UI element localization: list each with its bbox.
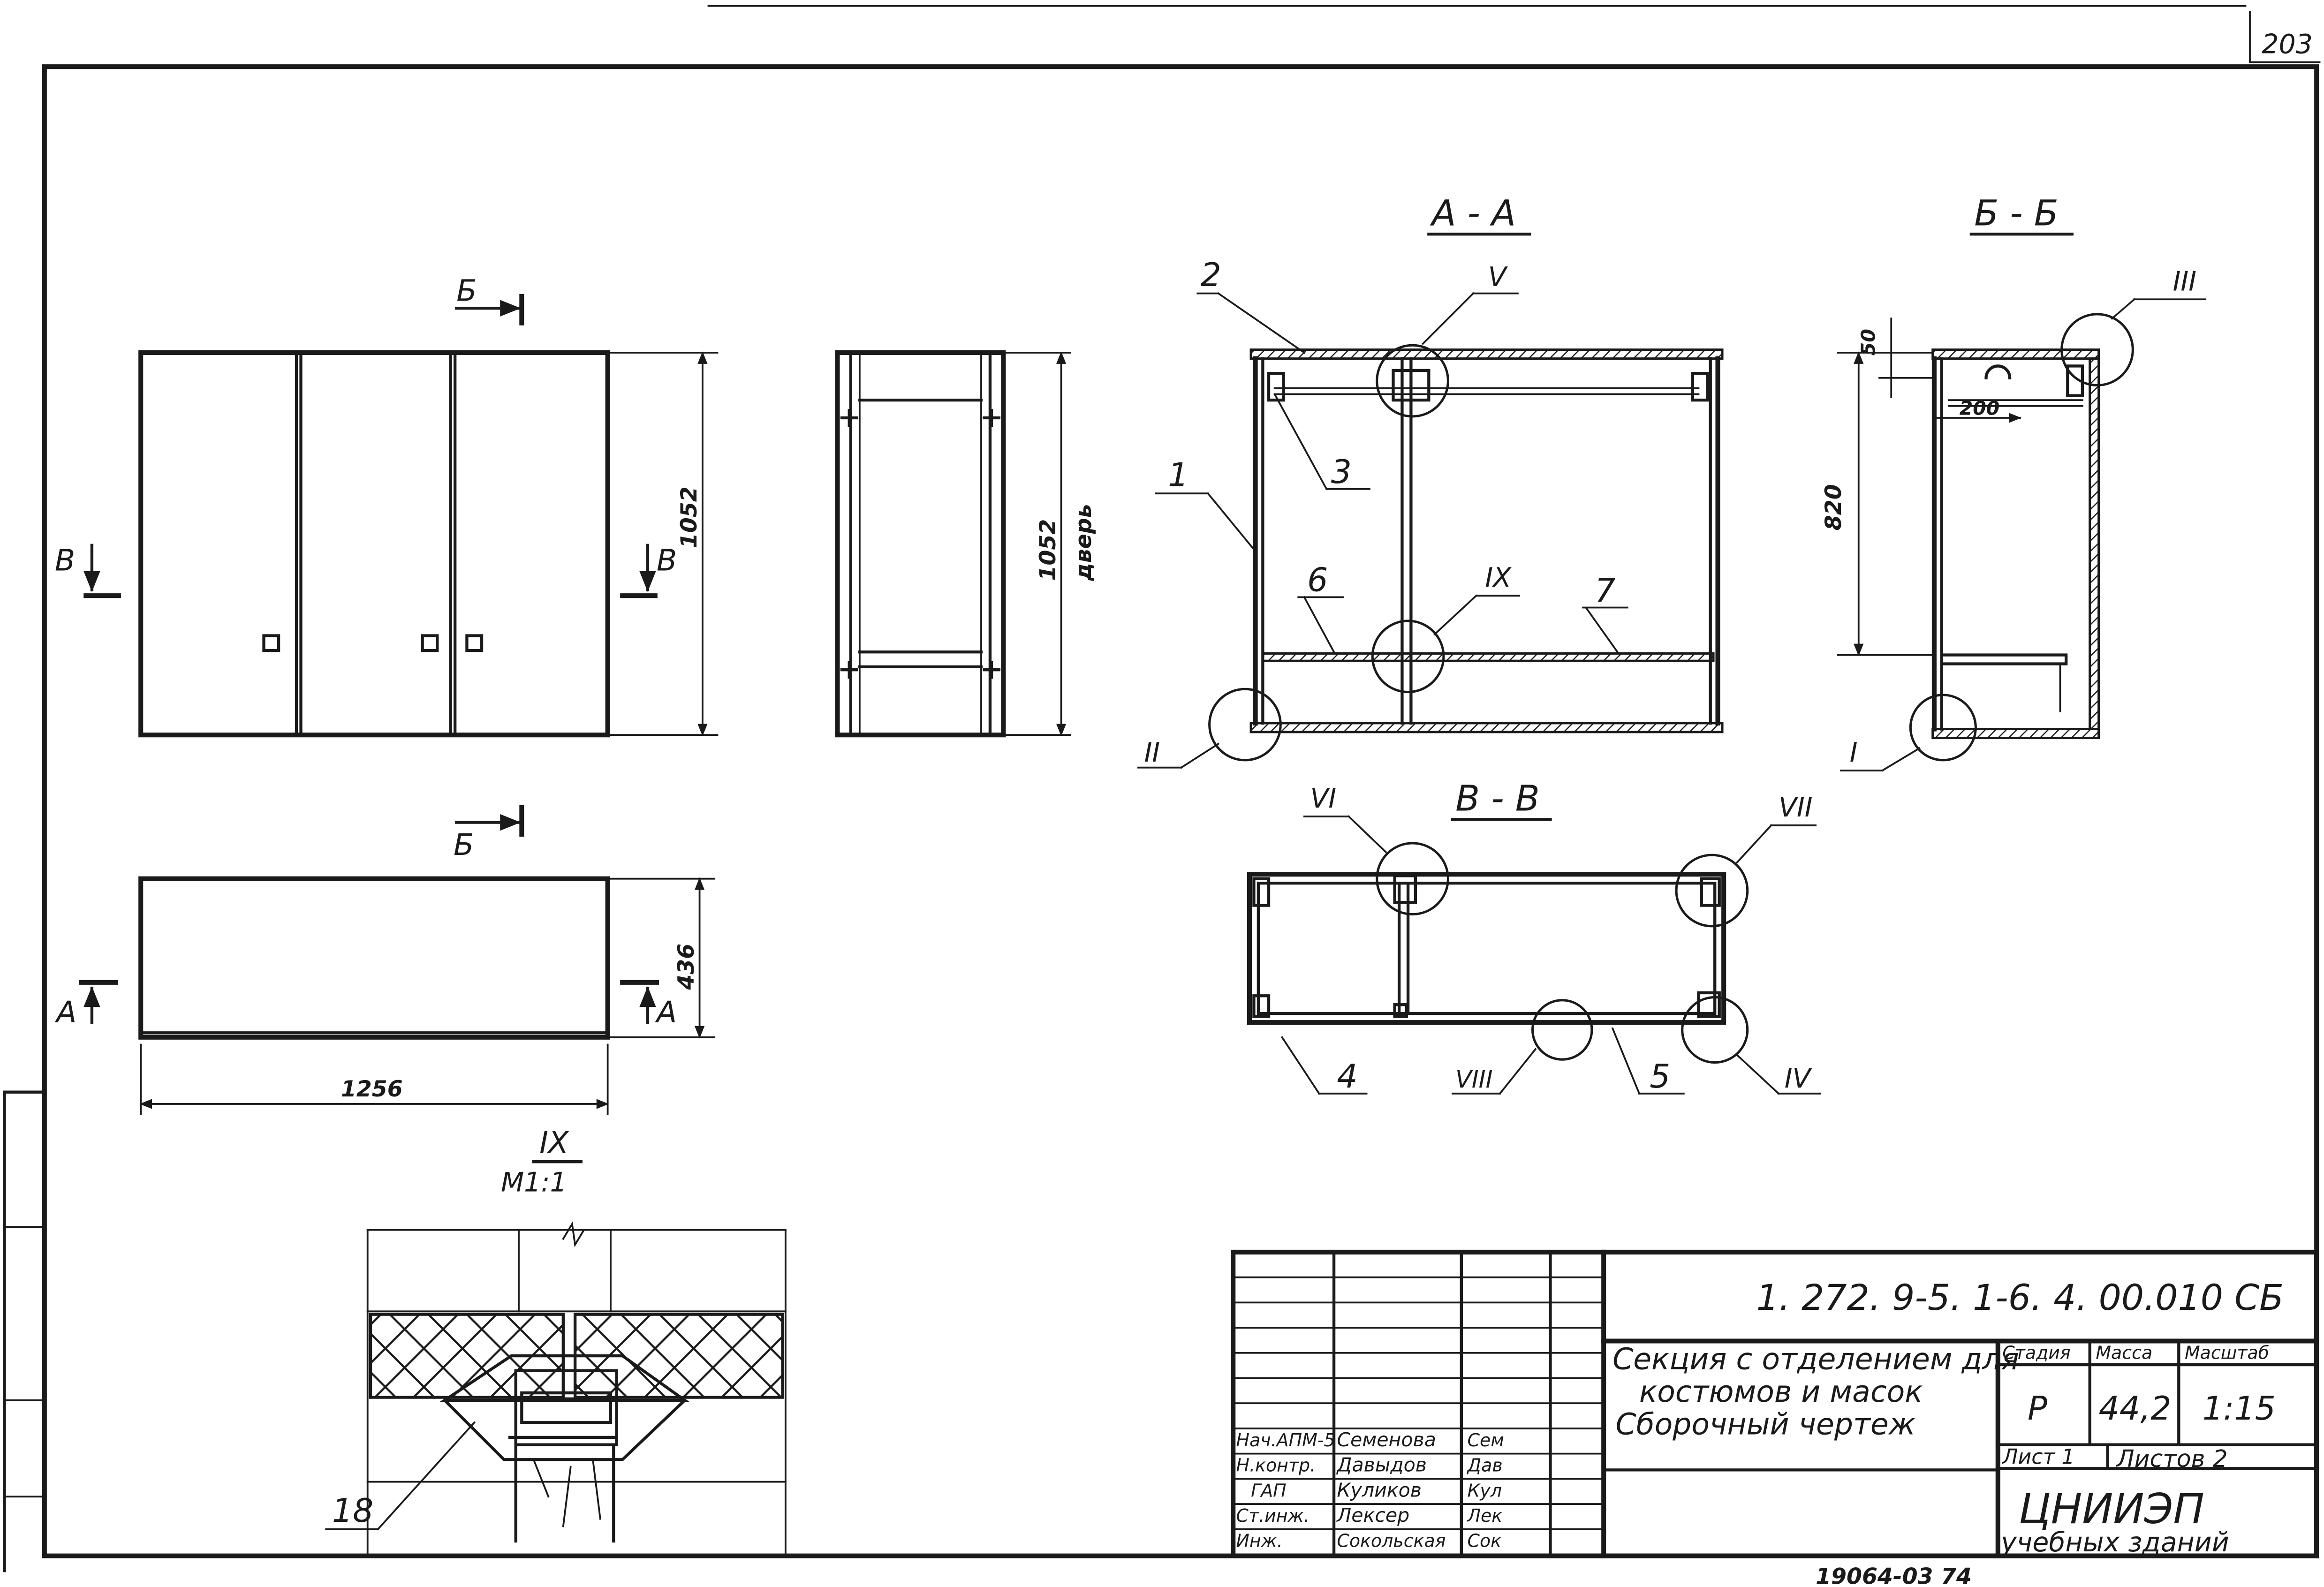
dim-width: 1256 [341, 1076, 403, 1102]
cut-mark-b-bottom: Б [454, 827, 474, 862]
dim-bb-top: 50 [1857, 329, 1879, 355]
dim-bb-height: 820 [1821, 484, 1847, 530]
door-handle [465, 634, 484, 652]
organization-line2: учебных зданий [2000, 1527, 2229, 1558]
dim-side-note: дверь [1071, 504, 1097, 581]
sheet-count: Листов 2 [2116, 1445, 2228, 1473]
node-label-viii: VIII [1455, 1066, 1492, 1093]
signer-role: Инж. [1236, 1531, 1283, 1551]
signer-row: Ст.инж. Лексер Лек [1236, 1504, 1503, 1527]
stage-header: Стадия [2002, 1342, 2070, 1363]
pos-label-7: 7 [1595, 572, 1615, 610]
signer-signature: Лек [1466, 1505, 1502, 1526]
title-block: 1. 272. 9-5. 1-6. 4. 00.010 СБ Секция с … [1231, 1249, 2319, 1558]
node-marker-iii [2060, 313, 2134, 387]
scale-value: 1:15 [2203, 1390, 2276, 1428]
section-aa-title: А - А [1430, 192, 1516, 234]
section-bb-title: Б - Б [1974, 192, 2059, 234]
signer-row: Нач.АПМ-5 Семенова Сем [1236, 1428, 1504, 1451]
section-vv-title: В - В [1455, 778, 1540, 819]
signer-role: Нач.АПМ-5 [1236, 1430, 1335, 1451]
signer-role: Н.контр. [1236, 1455, 1316, 1476]
dim-height-side: 1052 [1035, 519, 1061, 581]
document-code: 1. 272. 9-5. 1-6. 4. 00.010 СБ [1756, 1277, 2284, 1318]
signer-name: Давыдов [1336, 1454, 1427, 1476]
pos-label-2: 2 [1201, 256, 1221, 294]
signer-role: ГАП [1251, 1480, 1287, 1501]
node-marker-vi [1376, 842, 1449, 916]
pos-label-18: 18 [332, 1492, 373, 1530]
node-label-vii: VII [1779, 792, 1812, 823]
door-handle [421, 634, 439, 652]
signer-name: Куликов [1337, 1479, 1422, 1501]
plan-view: Б А А 436 1256 [54, 805, 716, 1115]
detail-scale: М1:1 [501, 1167, 567, 1198]
organization-line1: ЦНИИЭП [2019, 1485, 2204, 1533]
node-marker-v [1376, 344, 1449, 418]
scale-header: Масштаб [2185, 1342, 2269, 1363]
mass-value: 44,2 [2099, 1390, 2172, 1428]
node-label-ii: II [1144, 737, 1160, 768]
pos-label-4: 4 [1337, 1058, 1357, 1096]
node-label-iii: III [2173, 266, 2196, 297]
section-vv: В - В VI VII 4 VIII 5 IV [1247, 778, 1821, 1096]
sheet-number: Лист 1 [2001, 1445, 2074, 1469]
node-label-ix: IX [1485, 562, 1512, 593]
sheet-frame: 203 19064-03 74 [3, 5, 2321, 1587]
signer-signature: Сем [1467, 1430, 1504, 1451]
signer-signature: Дав [1466, 1455, 1502, 1476]
node-marker-vii [1675, 854, 1749, 928]
node-marker-iv [1681, 996, 1749, 1064]
signer-signature: Кул [1467, 1480, 1502, 1501]
dim-height-front: 1052 [676, 486, 702, 548]
side-view: 1052 дверь [835, 350, 1097, 738]
signer-name: Лексер [1336, 1504, 1409, 1527]
cut-mark-v-right: В [657, 543, 677, 577]
node-marker-viii [1531, 999, 1593, 1061]
pos-label-6: 6 [1307, 561, 1328, 599]
signer-row: Н.контр. Давыдов Дав [1236, 1454, 1503, 1476]
cut-mark-a-left: А [54, 995, 76, 1029]
pos-label-1: 1 [1168, 456, 1188, 494]
node-marker-ii [1208, 688, 1282, 762]
document-title-line1: Секция с отделением для [1612, 1342, 2019, 1376]
cut-mark-a-right: А [655, 995, 677, 1029]
node-label-vi: VI [1310, 783, 1337, 814]
signer-name: Семенова [1337, 1428, 1436, 1451]
section-aa: А - А 2 V 3 1 6 IX [1137, 192, 1724, 769]
cut-mark-b-top: Б [456, 273, 477, 308]
front-view: Б В В 1052 [55, 273, 719, 738]
node-marker-i [1909, 694, 1977, 762]
signer-signature: Сок [1467, 1531, 1501, 1551]
door-handle [262, 634, 280, 652]
signer-row: Инж. Сокольская Сок [1236, 1531, 1502, 1551]
node-label-iv: IV [1785, 1063, 1813, 1094]
dim-bb-inner: 200 [1960, 397, 2000, 420]
dim-depth: 436 [674, 944, 699, 990]
signer-row: ГАП Куликов Кул [1251, 1479, 1502, 1501]
detail-label: IX [539, 1125, 569, 1160]
page-number: 203 [2262, 29, 2313, 60]
node-label-i: I [1850, 737, 1858, 768]
section-bb: Б - Б III I 50 200 820 [1821, 192, 2207, 772]
bottom-archive-note: 19064-03 74 [1816, 1564, 1972, 1587]
document-title-line2: костюмов и масок [1639, 1374, 1923, 1409]
pos-label-5: 5 [1650, 1058, 1670, 1096]
cut-mark-v-left: В [55, 543, 75, 577]
node-label-v: V [1488, 262, 1508, 293]
pos-label-3: 3 [1331, 453, 1352, 491]
stage-value: Р [2028, 1390, 2047, 1428]
node-marker-ix [1371, 620, 1445, 694]
detail-ix: IX М1:1 18 [325, 1125, 787, 1557]
signer-name: Сокольская [1337, 1531, 1446, 1551]
document-title-line3: Сборочный чертеж [1615, 1407, 1915, 1442]
signer-role: Ст.инж. [1236, 1505, 1310, 1526]
mass-header: Масса [2096, 1342, 2152, 1363]
